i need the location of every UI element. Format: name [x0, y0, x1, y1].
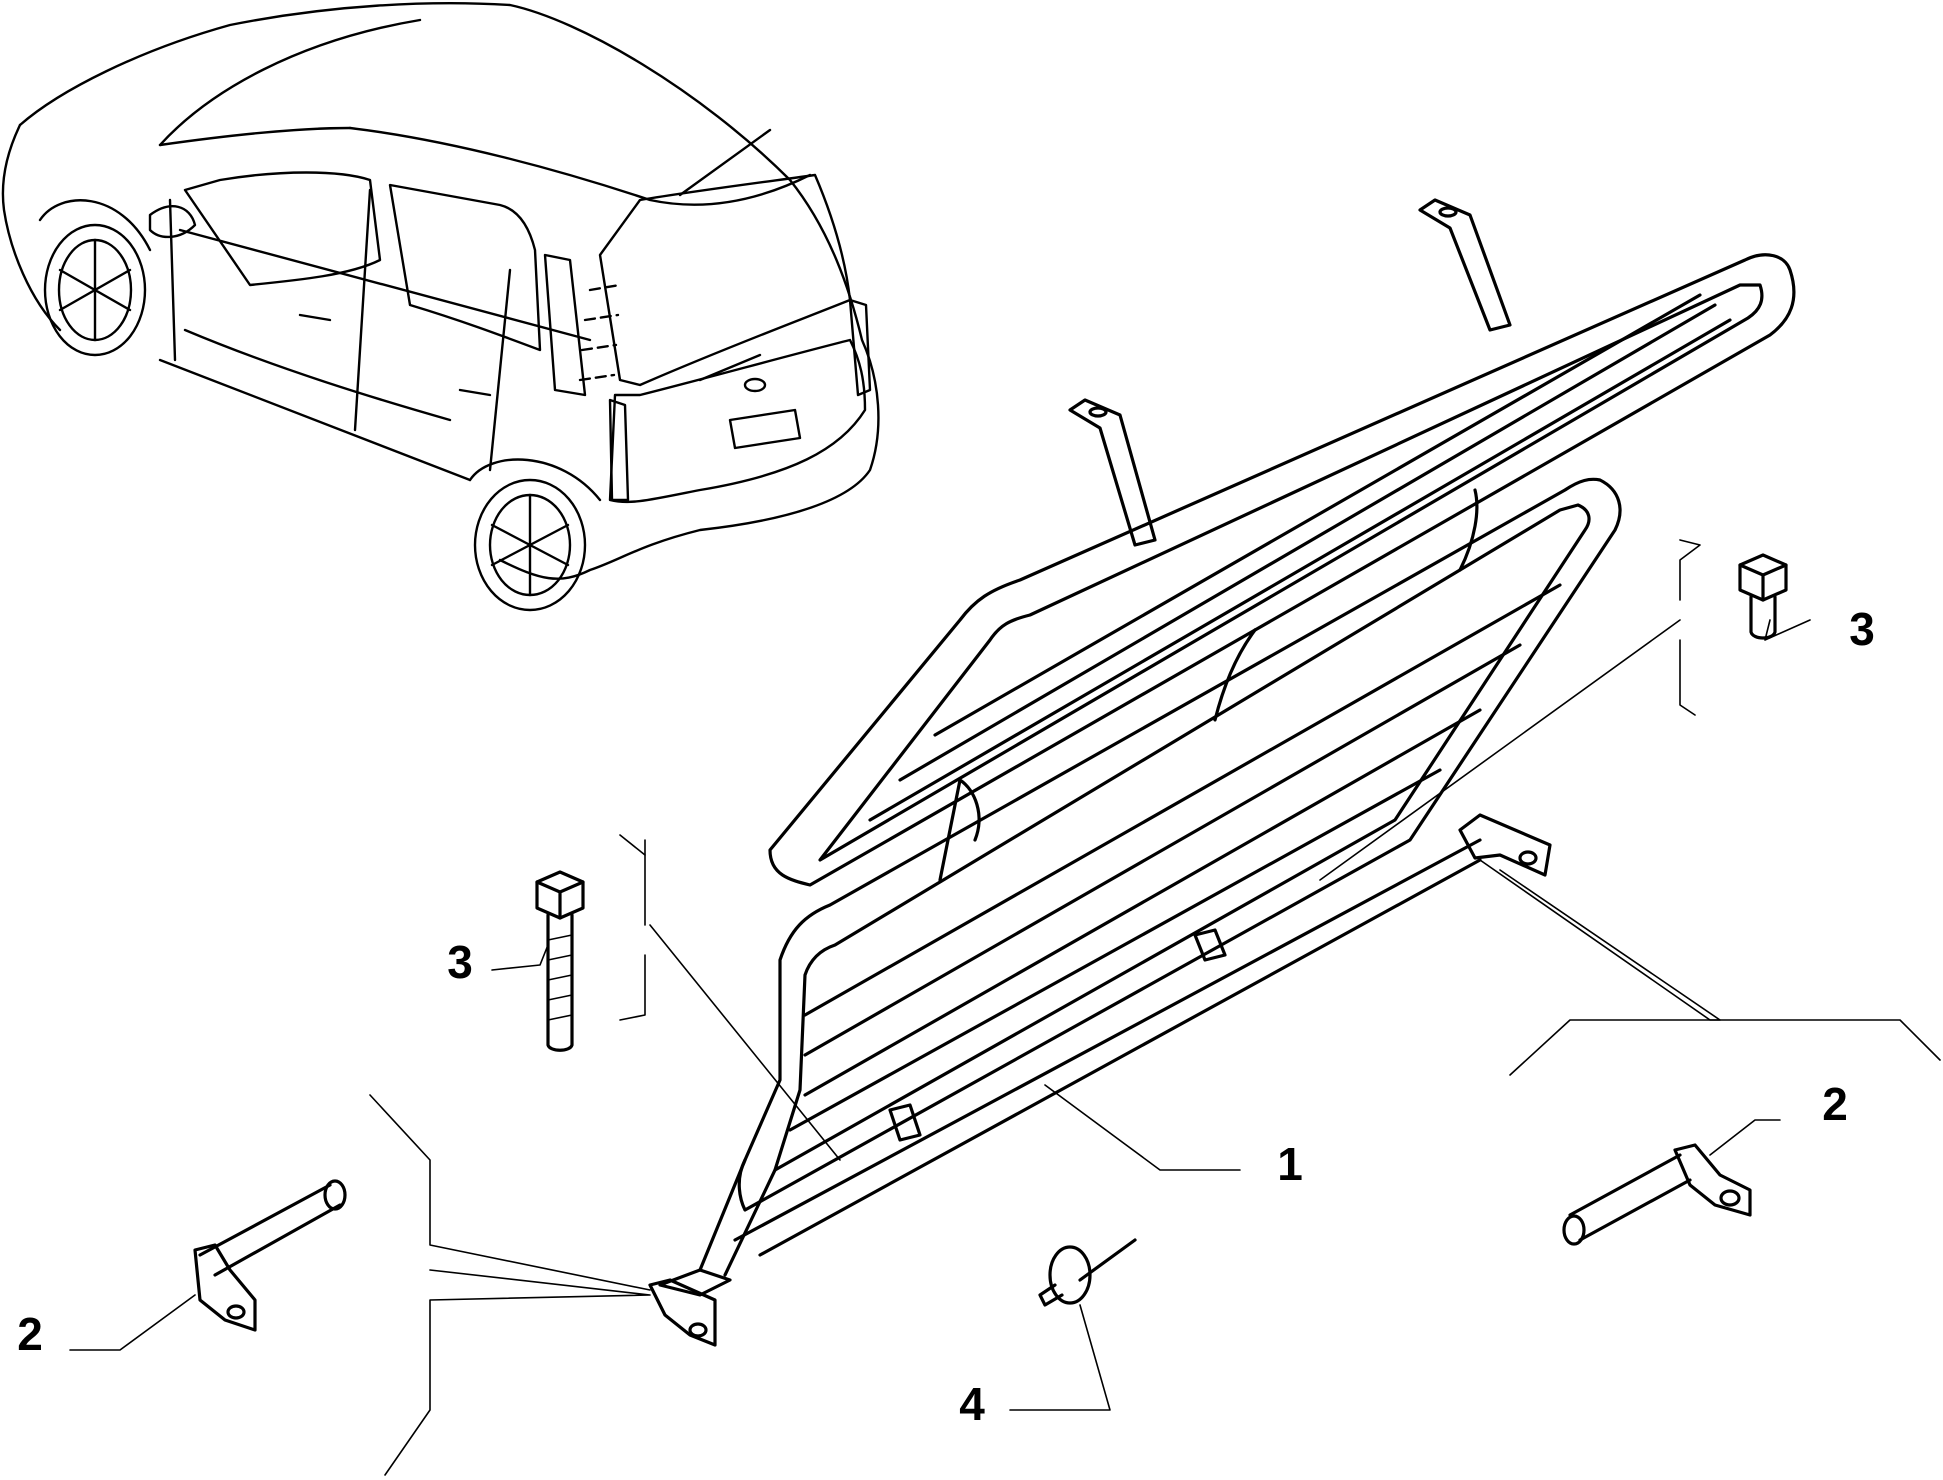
- bolt-left: [535, 870, 585, 1052]
- mounting-strap-right: [1418, 198, 1512, 332]
- callout-bolt-right: 3: [1849, 603, 1875, 655]
- callout-rivet: 4: [959, 1378, 985, 1430]
- callout-pin-left: 2: [17, 1308, 43, 1360]
- frame-tab-right: [1458, 813, 1552, 877]
- callout-frame: 1: [1277, 1138, 1303, 1190]
- mounting-strap-left: [1068, 398, 1157, 547]
- car-overview: [1, 1, 880, 612]
- pin-left: [193, 1179, 347, 1332]
- leader-lines: [69, 539, 1941, 1476]
- frame-tab-left: [648, 1278, 717, 1347]
- rivet: [1038, 1238, 1137, 1307]
- callout-pin-right: 2: [1822, 1078, 1848, 1130]
- callout-bolt-left: 3: [447, 936, 473, 988]
- luggage-guard-frame: [658, 253, 1796, 1297]
- bolt-right: [1738, 553, 1788, 640]
- pin-right: [1562, 1143, 1752, 1246]
